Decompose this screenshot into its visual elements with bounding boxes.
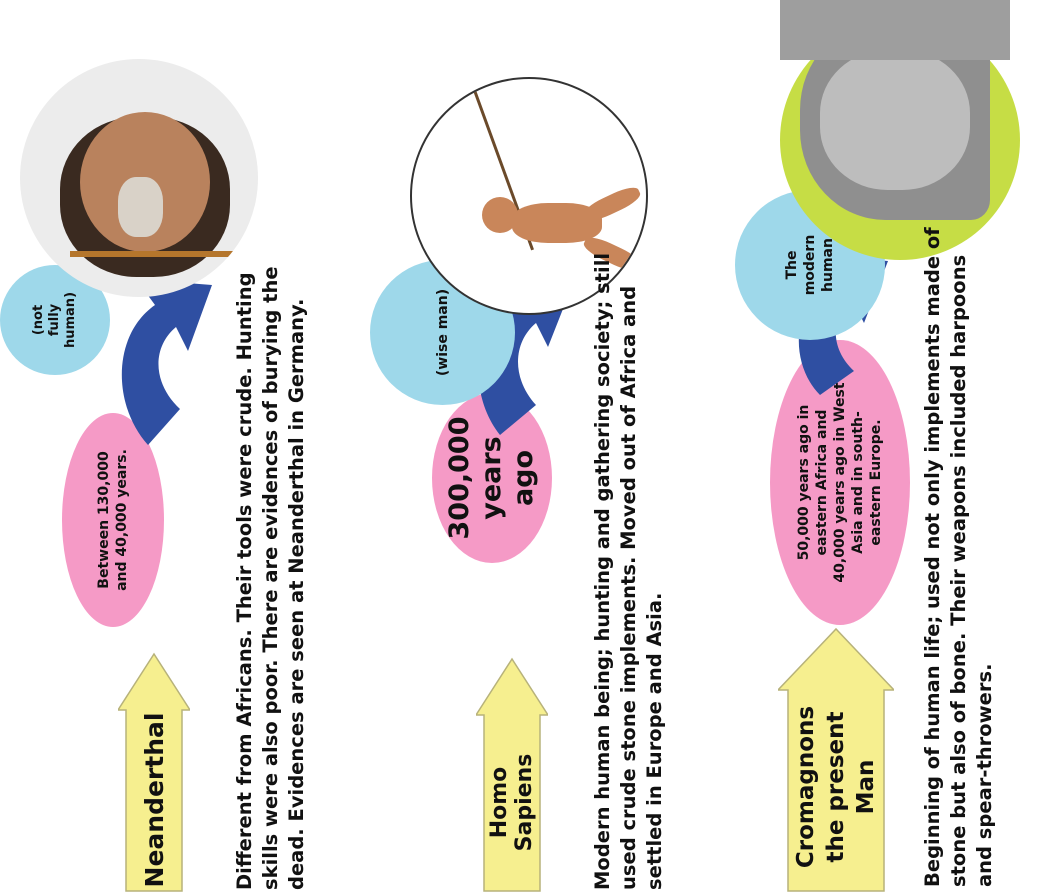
homo-sapiens-row: Homo Sapiens 300,000 years ago (wise man… (350, 0, 720, 895)
stage-description: Different from Africans. Their tools wer… (233, 266, 308, 890)
cromagnon-bust-icon (780, 0, 1020, 260)
neanderthal-row: Neanderthal Between 130,000 and 40,000 y… (0, 0, 350, 895)
stage-description: Modern human being; hunting and gatherin… (591, 252, 666, 890)
stage-label-arrow-icon (476, 657, 548, 892)
neanderthal-face-icon (20, 59, 258, 297)
stage-label-arrow-icon (778, 627, 894, 892)
stage-name: Neanderthal (139, 712, 169, 888)
stage-name: Homo Sapiens (487, 753, 537, 852)
stage-label-arrow-icon (118, 652, 190, 892)
curved-arrow-icon (121, 279, 212, 445)
cromagnon-row: Cromagnons the present Man 50,000 years … (720, 0, 1053, 895)
stage-description: Beginning of human life; used not only i… (921, 227, 996, 887)
stage-name: Cromagnons the present Man (793, 705, 879, 869)
